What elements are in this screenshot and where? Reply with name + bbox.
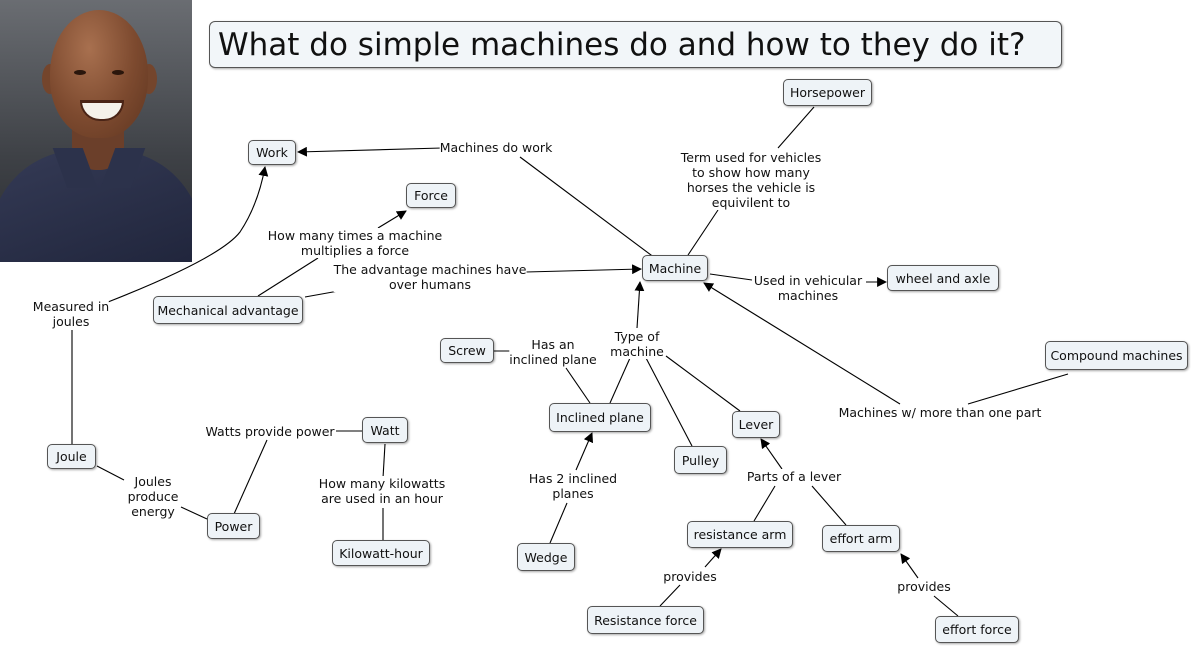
node-lever[interactable]: Lever xyxy=(732,411,780,438)
node-compound-machines[interactable]: Compound machines xyxy=(1045,341,1188,370)
photo-eye-right xyxy=(112,70,124,75)
edge-parts-to-lever xyxy=(760,438,783,470)
map-title: What do simple machines do and how to th… xyxy=(209,21,1062,68)
label-joules-produce-energy: Joules produce energy xyxy=(127,474,179,519)
edge-multiplies-to-force xyxy=(377,210,407,229)
node-screw[interactable]: Screw xyxy=(440,338,494,363)
edge-advantage-to-machine xyxy=(525,264,642,275)
edge-joule-to-jpe xyxy=(96,465,125,481)
edge-type-to-machine xyxy=(634,281,645,329)
edge-machine-to-vehicular xyxy=(709,273,753,281)
edge-label-to-inclined xyxy=(575,432,594,471)
edge-label-to-machine xyxy=(703,282,901,405)
edge-type-to-inclined xyxy=(609,357,631,404)
node-kilowatt-hour[interactable]: Kilowatt-hour xyxy=(332,540,430,566)
photo-eye-left xyxy=(74,70,86,75)
label-provides-effort: provides xyxy=(897,579,951,594)
node-inclined-plane[interactable]: Inclined plane xyxy=(549,403,651,432)
label-has-2-inclined-planes: Has 2 inclined planes xyxy=(528,471,618,501)
label-kilowatts-per-hour: How many kilowatts are used in an hour xyxy=(318,476,446,506)
label-parts-of-lever: Parts of a lever xyxy=(746,469,842,484)
edge-watt-to-kwh-label xyxy=(382,443,386,479)
edge-mdw-to-work xyxy=(297,146,443,157)
edge-hasan-to-inclined xyxy=(565,367,591,404)
label-has-inclined-plane: Has an inclined plane xyxy=(509,337,597,367)
node-machine[interactable]: Machine xyxy=(642,255,708,281)
label-advantage-over-humans: The advantage machines have over humans xyxy=(333,262,527,292)
edge-effforce-to-provides xyxy=(933,595,959,617)
node-wheel-and-axle[interactable]: wheel and axle xyxy=(887,265,999,291)
edge-ma-to-multiplies xyxy=(257,257,319,297)
node-effort-arm[interactable]: effort arm xyxy=(822,525,900,552)
node-watt[interactable]: Watt xyxy=(362,417,408,443)
label-horsepower-term: Term used for vehicles to show how many … xyxy=(680,150,822,210)
edge-compound-to-label xyxy=(967,373,1069,405)
label-provides-resistance: provides xyxy=(663,569,717,584)
edge-wpp-to-power xyxy=(233,439,268,515)
label-watts-provide-power: Watts provide power xyxy=(205,424,335,439)
node-horsepower[interactable]: Horsepower xyxy=(783,79,872,106)
edge-type-to-pulley xyxy=(645,357,693,447)
edge-provides-to-resarm xyxy=(704,548,722,568)
label-measured-in-joules: Measured in joules xyxy=(32,299,110,329)
edge-wedge-to-label xyxy=(549,502,568,544)
edge-machine-to-mdw xyxy=(519,156,656,259)
edge-term-to-machine xyxy=(687,209,719,256)
edge-provides-to-effarm xyxy=(900,553,919,579)
edge-horsepower-to-term xyxy=(777,106,815,149)
edge-jpe-to-power xyxy=(180,506,208,520)
label-more-than-one-part: Machines w/ more than one part xyxy=(838,405,1042,420)
node-work[interactable]: Work xyxy=(248,140,296,165)
portrait-photo xyxy=(0,0,192,262)
node-effort-force[interactable]: effort force xyxy=(935,616,1019,643)
node-joule[interactable]: Joule xyxy=(47,444,96,469)
label-multiplies-force: How many times a machine multiplies a fo… xyxy=(267,228,443,258)
node-wedge[interactable]: Wedge xyxy=(517,543,575,571)
edge-parts-to-effarm xyxy=(811,485,847,526)
node-pulley[interactable]: Pulley xyxy=(674,446,727,474)
edge-resforce-to-provides xyxy=(659,584,681,607)
label-type-of-machine: Type of machine xyxy=(610,329,664,359)
label-used-in-vehicular: Used in vehicular machines xyxy=(753,273,863,303)
node-resistance-force[interactable]: Resistance force xyxy=(587,606,704,634)
edge-type-to-lever xyxy=(665,355,741,412)
node-force[interactable]: Force xyxy=(406,183,456,208)
edge-parts-to-resarm xyxy=(753,485,776,522)
label-machines-do-work: Machines do work xyxy=(439,140,553,155)
node-resistance-arm[interactable]: resistance arm xyxy=(687,521,793,548)
node-power[interactable]: Power xyxy=(207,513,260,539)
node-mechanical-advantage[interactable]: Mechanical advantage xyxy=(153,296,303,324)
edge-measured-to-work xyxy=(107,166,269,303)
